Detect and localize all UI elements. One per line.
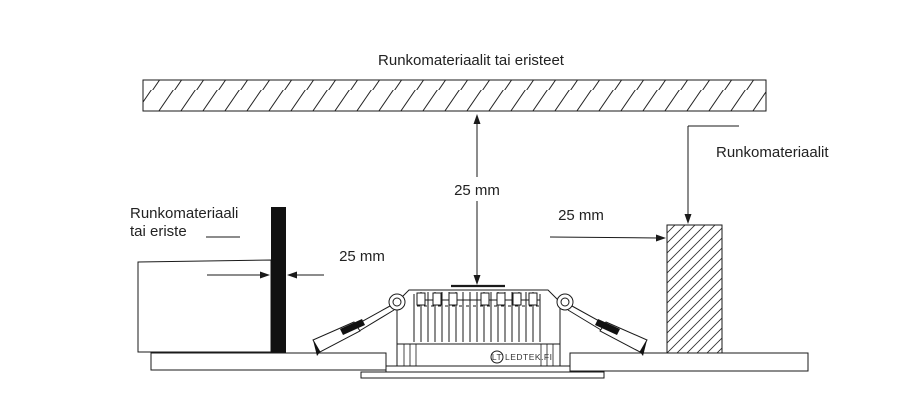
brand-logo: LT LEDTEK.FI — [490, 350, 552, 364]
left-label-line2: tai eriste — [130, 223, 187, 240]
left-dimension-arrow — [207, 271, 324, 279]
ceiling-panel-right — [569, 352, 809, 372]
top-label: Runkomateriaalit tai eristeet — [378, 52, 565, 69]
ceiling-panel-left — [150, 352, 387, 371]
right-spring-clip — [556, 293, 648, 356]
right-dimension-label: 25 mm — [558, 207, 604, 224]
left-insulation-block — [137, 259, 272, 353]
left-dimension-label: 25 mm — [339, 248, 385, 265]
right-hatched-block — [666, 224, 723, 354]
center-dimension-label: 25 mm — [454, 182, 500, 199]
left-label-line1: Runkomateriaali — [130, 205, 238, 222]
left-vertical-board — [271, 207, 286, 354]
right-label-leader — [684, 125, 739, 224]
right-dimension-arrow — [549, 234, 666, 242]
left-spring-clip — [312, 293, 406, 356]
brand-badge-text: LT — [492, 352, 502, 362]
center-dimension-arrow — [440, 114, 514, 285]
right-label: Runkomateriaalit — [716, 144, 829, 161]
downlight-fixture: LT LEDTEK.FI — [312, 284, 648, 379]
top-slab — [142, 79, 767, 112]
brand-name-text: LEDTEK.FI — [505, 352, 552, 362]
